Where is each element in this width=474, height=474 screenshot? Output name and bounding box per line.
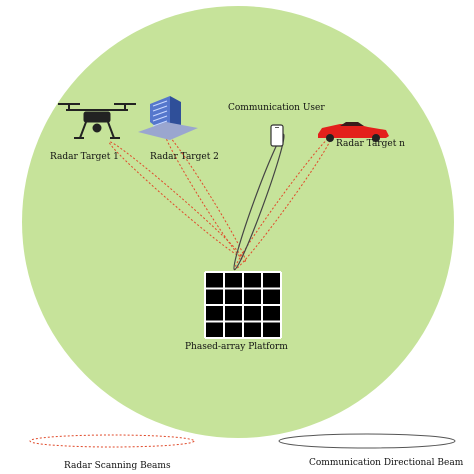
smartphone-icon — [270, 124, 284, 147]
label-radar-target-2: Radar Target 2 — [150, 152, 219, 162]
radar-beam-target-1 — [108, 141, 242, 257]
comm-beam — [233, 133, 285, 271]
building-icon — [138, 96, 198, 140]
legend-radar-label: Radar Scanning Beams — [64, 461, 171, 471]
label-radar-target-1: Radar Target 1 — [50, 152, 119, 162]
phased-array-panel-icon — [204, 271, 282, 339]
label-communication-user: Communication User — [228, 103, 325, 113]
car-icon — [318, 122, 389, 142]
legend-comm-label: Communication Directional Beam — [309, 458, 464, 468]
coverage-area — [22, 6, 454, 438]
drone-icon — [58, 103, 136, 139]
label-radar-target-n: Radar Target n — [336, 139, 405, 149]
legend: Radar Scanning Beams Communication Direc… — [29, 433, 464, 471]
legend-radar-swatch — [29, 434, 195, 448]
label-platform: Phased-array Platform — [185, 342, 288, 352]
legend-comm-swatch — [278, 433, 456, 449]
